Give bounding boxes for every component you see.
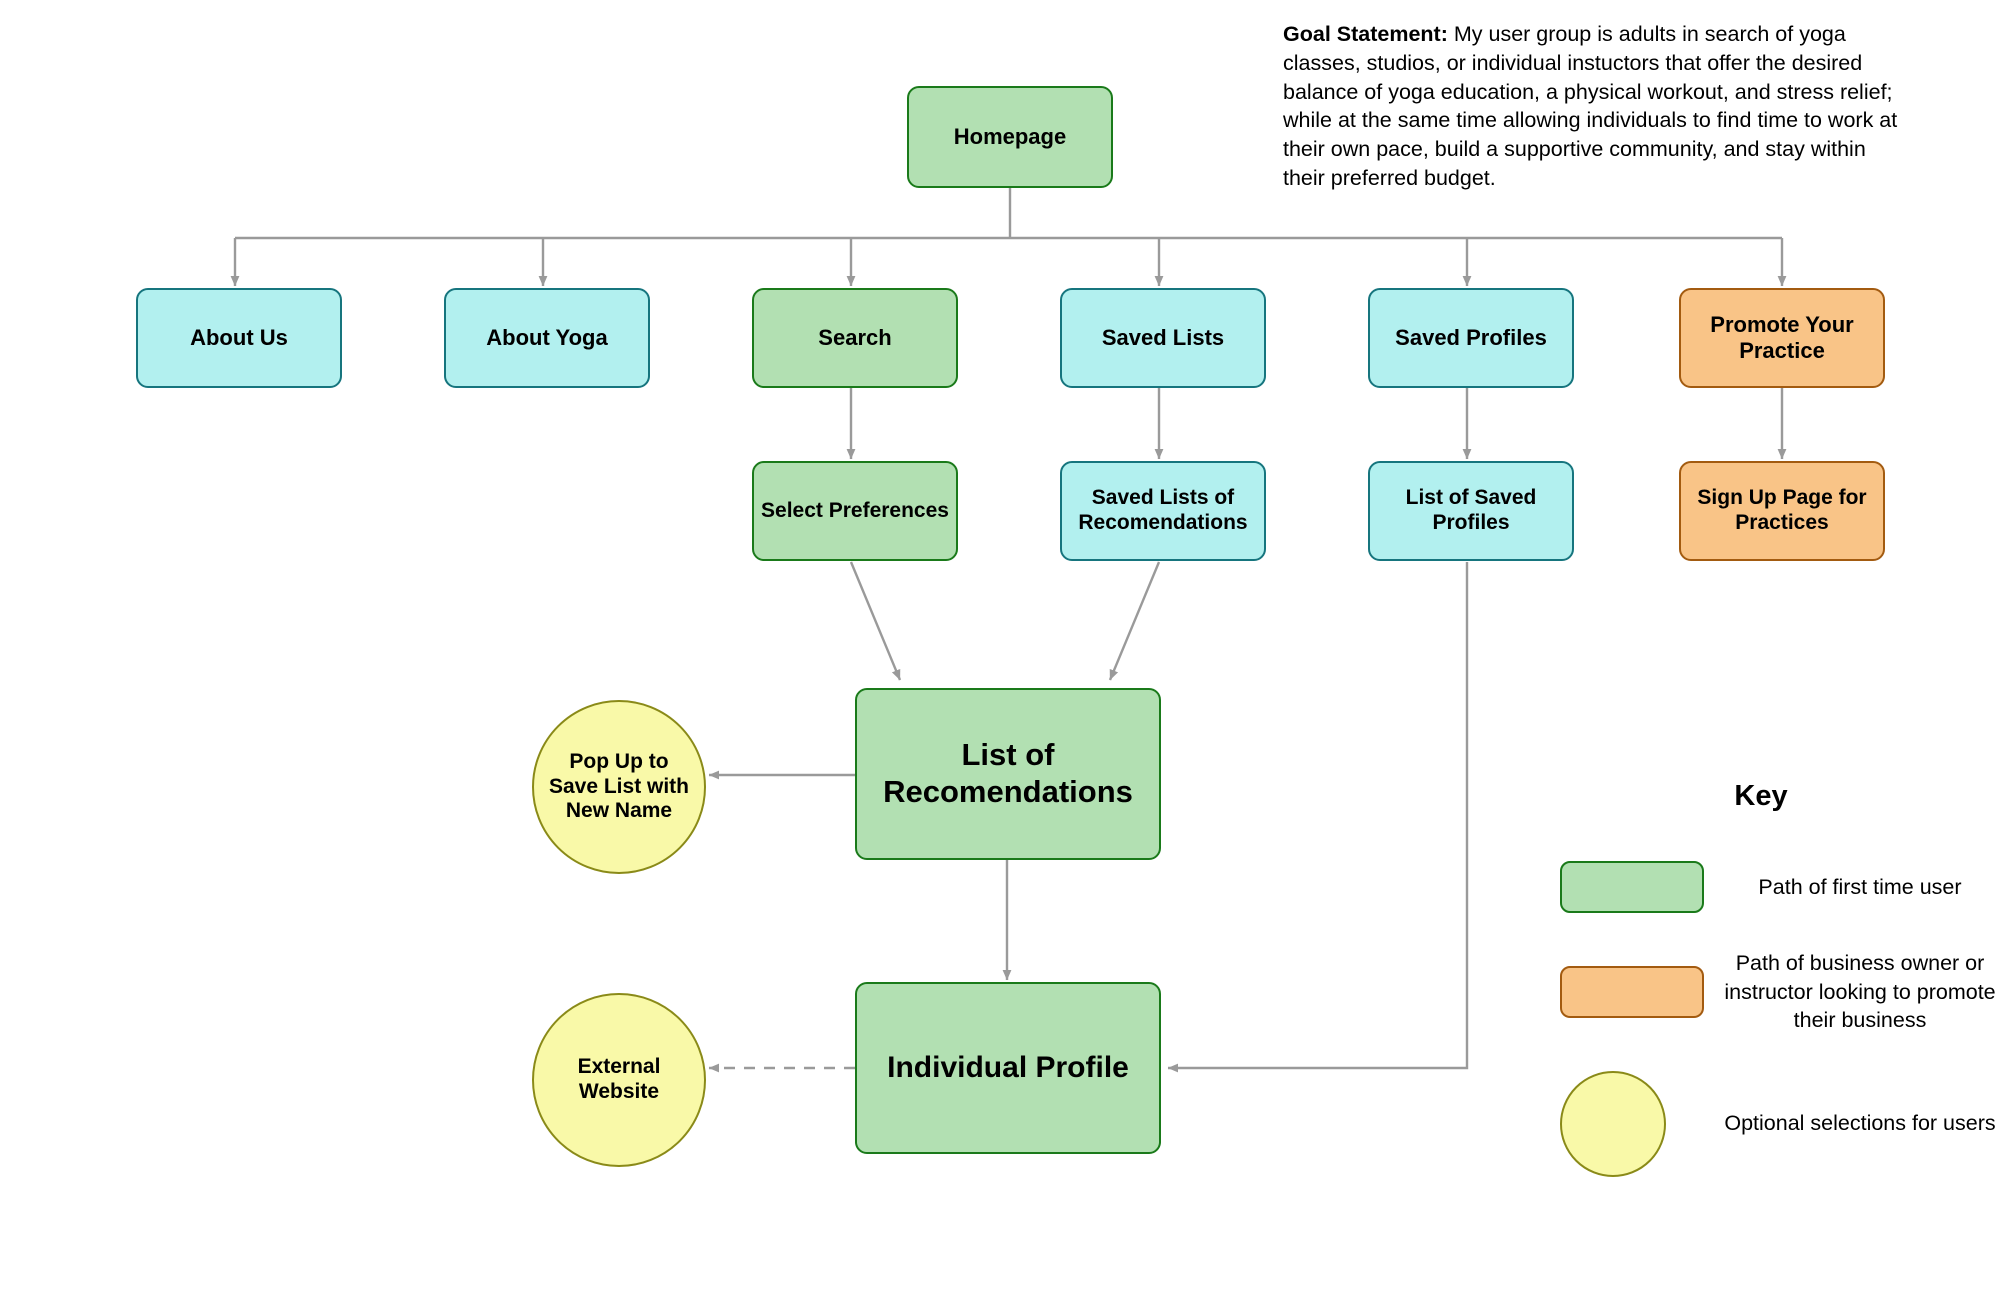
node-about-yoga-label: About Yoga <box>486 325 608 351</box>
wire-select-preferences-to-list-of-recomendations <box>849 561 902 681</box>
node-homepage[interactable]: Homepage <box>907 86 1113 188</box>
node-individual-profile[interactable]: Individual Profile <box>855 982 1161 1154</box>
wire-saved-lists-of-recomendations-to-list-of-recomendations <box>1108 561 1161 681</box>
node-sign-up-page-for-practices[interactable]: Sign Up Page for Practices <box>1679 461 1885 561</box>
key-swatch-orange-rect <box>1560 965 1704 1018</box>
node-search[interactable]: Search <box>752 288 958 388</box>
node-about-us[interactable]: About Us <box>136 288 342 388</box>
node-pop-up-to-save-list[interactable]: Pop Up to Save List with New Name <box>532 700 706 874</box>
node-external-website-label: External Website <box>577 1055 661 1103</box>
key-label-business-owner: Path of business owner or instructor loo… <box>1724 951 1996 1033</box>
node-saved-lists-of-recomendations[interactable]: Saved Lists of Recomendations <box>1060 461 1266 561</box>
node-about-yoga[interactable]: About Yoga <box>444 288 650 388</box>
key-swatch-wrap <box>1560 1070 1710 1177</box>
goal-statement: Goal Statement: My user group is adults … <box>1283 20 1913 193</box>
goal-statement-text: My user group is adults in search of yog… <box>1283 22 1898 190</box>
node-saved-lists-label: Saved Lists <box>1101 325 1225 351</box>
key-label-optional-selections: Optional selections for users <box>1724 1111 1996 1136</box>
goal-statement-label: Goal Statement: <box>1283 22 1448 46</box>
wire-list-of-saved-profiles-to-individual-profile <box>1167 562 1469 1073</box>
key-swatch-wrap <box>1560 861 1710 913</box>
key-label-first-time-user: Path of first time user <box>1758 874 1962 899</box>
key-swatch-yellow-circle <box>1560 1070 1666 1177</box>
node-saved-lists[interactable]: Saved Lists <box>1060 288 1266 388</box>
key-item-first-time-user: Path of first time user <box>1560 861 2000 913</box>
key-legend: Key Path of first time user Path of busi… <box>1560 780 2000 1213</box>
node-sign-up-page-for-practices-label: Sign Up Page for Practices <box>1697 486 1867 534</box>
node-pop-up-to-save-list-label: Pop Up to Save List with New Name <box>548 749 690 823</box>
node-search-label: Search <box>818 325 892 351</box>
node-select-preferences[interactable]: Select Preferences <box>752 461 958 561</box>
node-individual-profile-label: Individual Profile <box>887 1051 1129 1085</box>
node-list-of-saved-profiles-label: List of Saved Profiles <box>1405 486 1537 534</box>
node-homepage-label: Homepage <box>953 124 1067 150</box>
key-title: Key <box>1734 780 1788 812</box>
key-swatch-green-rect <box>1560 861 1704 913</box>
key-item-optional-selections: Optional selections for users <box>1560 1070 2000 1177</box>
node-about-us-label: About Us <box>190 325 288 351</box>
node-list-of-recomendations-label: List of Recomendations <box>883 737 1133 809</box>
node-saved-lists-of-recomendations-label: Saved Lists of Recomendations <box>1078 486 1248 534</box>
node-external-website[interactable]: External Website <box>532 993 706 1167</box>
node-list-of-saved-profiles[interactable]: List of Saved Profiles <box>1368 461 1574 561</box>
node-list-of-recomendations[interactable]: List of Recomendations <box>855 688 1161 860</box>
node-saved-profiles[interactable]: Saved Profiles <box>1368 288 1574 388</box>
node-promote-your-practice-label: Promote Your Practice <box>1710 312 1854 363</box>
node-select-preferences-label: Select Preferences <box>761 498 949 522</box>
key-swatch-wrap <box>1560 965 1710 1018</box>
node-promote-your-practice[interactable]: Promote Your Practice <box>1679 288 1885 388</box>
node-saved-profiles-label: Saved Profiles <box>1395 325 1547 351</box>
key-item-business-owner: Path of business owner or instructor loo… <box>1560 949 2000 1035</box>
